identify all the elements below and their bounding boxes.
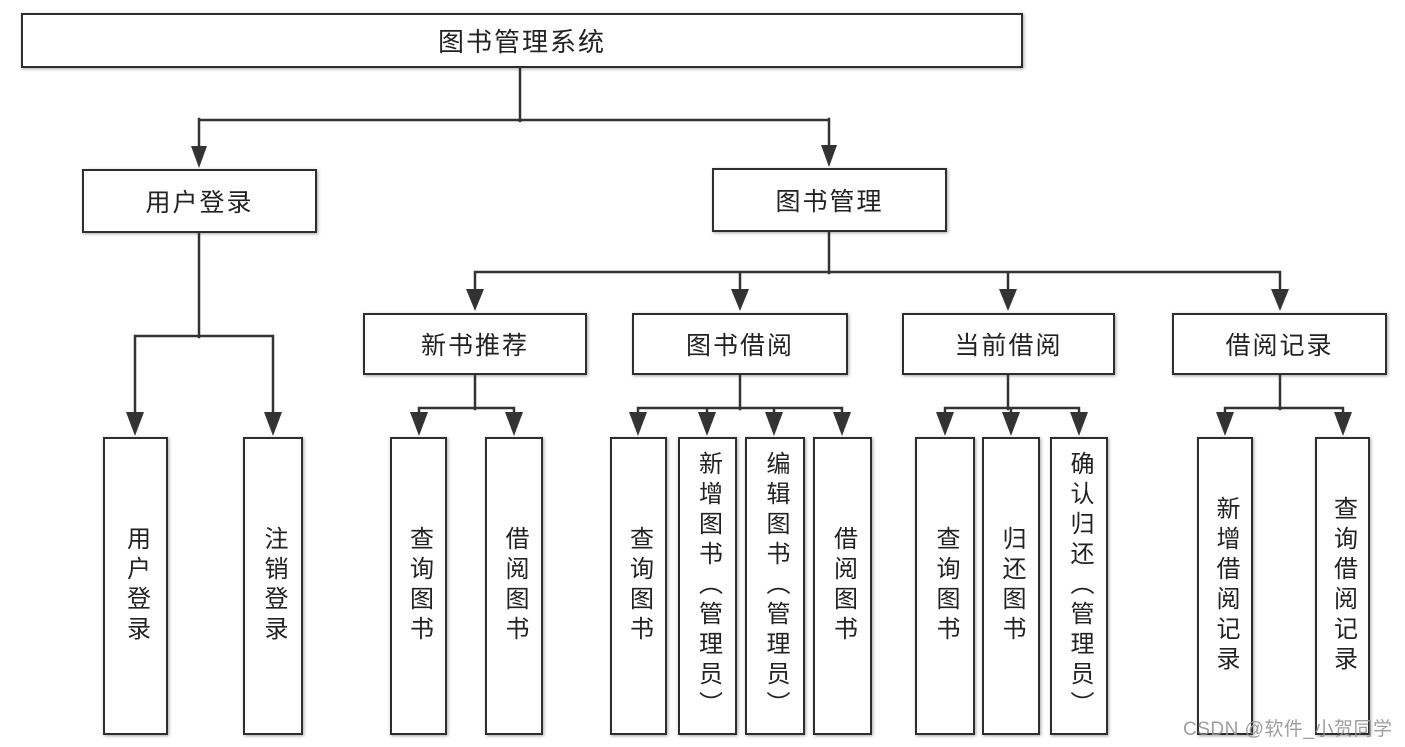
leaf-query-books-recommend: 查询图书 <box>390 437 447 735</box>
leaf-query-books-current-label: 查询图书 <box>932 526 959 646</box>
leaf-edit-books-admin-label: 编辑图书（管理员） <box>762 451 789 721</box>
leaf-query-borrow-record-label: 查询借阅记录 <box>1329 496 1357 676</box>
node-root-label: 图书管理系统 <box>437 27 606 57</box>
leaf-add-books-admin-label: 新增图书（管理员） <box>694 451 722 721</box>
node-user-login: 用户登录 <box>82 169 317 233</box>
node-book-management-label: 图书管理 <box>775 188 884 216</box>
node-new-book-recommend-label: 新书推荐 <box>420 332 529 360</box>
leaf-query-books-borrow-label: 查询图书 <box>625 526 653 646</box>
node-book-borrow: 图书借阅 <box>632 313 848 375</box>
node-root: 图书管理系统 <box>21 13 1023 68</box>
leaf-query-borrow-record: 查询借阅记录 <box>1315 437 1370 735</box>
node-current-borrow-label: 当前借阅 <box>954 332 1063 360</box>
leaf-borrow-books-recommend: 借阅图书 <box>485 437 543 735</box>
leaf-borrow-books-label: 借阅图书 <box>829 526 857 646</box>
node-current-borrow: 当前借阅 <box>902 313 1115 375</box>
node-borrow-records: 借阅记录 <box>1172 313 1387 375</box>
leaf-return-books-label: 归还图书 <box>998 526 1025 646</box>
node-book-borrow-label: 图书借阅 <box>685 332 794 360</box>
node-new-book-recommend: 新书推荐 <box>363 313 587 375</box>
arrowheads <box>126 145 1352 436</box>
node-book-management: 图书管理 <box>712 168 947 232</box>
leaf-return-books: 归还图书 <box>982 437 1040 735</box>
leaf-confirm-return-admin: 确认归还（管理员） <box>1050 437 1108 735</box>
node-borrow-records-label: 借阅记录 <box>1225 332 1334 360</box>
leaf-logout: 注销登录 <box>243 437 303 735</box>
node-user-login-label: 用户登录 <box>145 189 254 217</box>
leaf-add-borrow-record: 新增借阅记录 <box>1197 437 1253 735</box>
leaf-add-borrow-record-label: 新增借阅记录 <box>1212 496 1239 676</box>
leaf-query-books-recommend-label: 查询图书 <box>405 526 433 646</box>
leaf-query-books-current: 查询图书 <box>915 437 975 735</box>
leaf-logout-label: 注销登录 <box>260 526 287 646</box>
leaf-user-login-label: 用户登录 <box>122 526 150 646</box>
leaf-confirm-return-admin-label: 确认归还（管理员） <box>1066 451 1093 721</box>
watermark: CSDN @软件_小贺同学 <box>1183 719 1393 740</box>
leaf-borrow-books-recommend-label: 借阅图书 <box>501 526 528 646</box>
leaf-user-login: 用户登录 <box>103 437 168 735</box>
leaf-edit-books-admin: 编辑图书（管理员） <box>745 437 805 735</box>
leaf-add-books-admin: 新增图书（管理员） <box>678 437 737 735</box>
leaf-borrow-books: 借阅图书 <box>813 437 872 735</box>
leaf-query-books-borrow: 查询图书 <box>610 437 667 735</box>
